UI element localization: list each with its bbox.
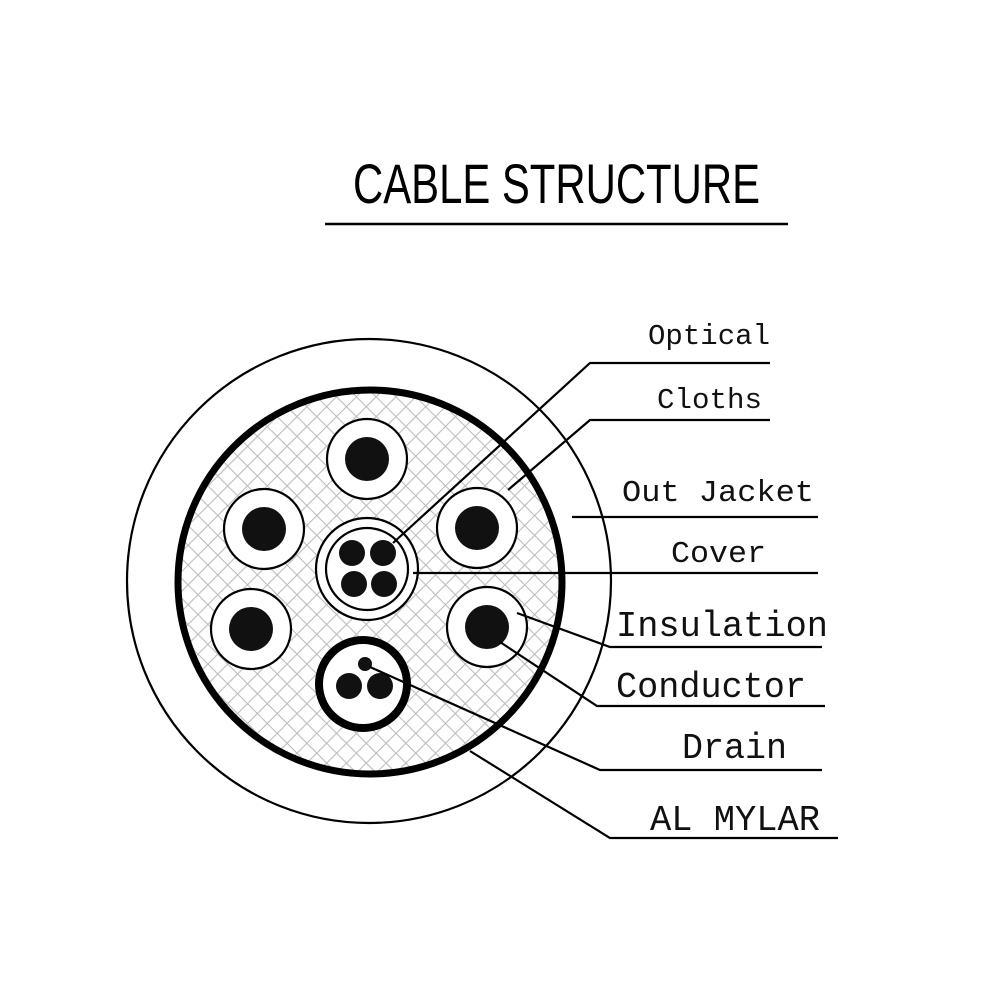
label-insulation: Insulation <box>616 606 828 647</box>
label-cloths: Cloths <box>657 384 762 417</box>
label-conductor: Conductor <box>616 667 806 708</box>
insulated-conductor <box>435 486 519 570</box>
label-al-mylar: AL MYLAR <box>650 800 820 841</box>
diagram-title: CABLE STRUCTURE <box>353 152 760 215</box>
leader-drain <box>369 665 822 772</box>
label-out-jacket: Out Jacket <box>622 476 814 511</box>
leader-optical <box>392 361 770 544</box>
leader-cloths <box>507 418 770 491</box>
insulated-conductor <box>222 487 306 571</box>
leader-insulation <box>516 611 822 649</box>
leader-conductor <box>499 641 825 708</box>
insulated-conductor <box>325 417 409 501</box>
label-cover: Cover <box>671 537 766 572</box>
leader-al-mylar <box>469 750 838 840</box>
label-optical: Optical <box>648 320 770 353</box>
label-drain: Drain <box>682 728 787 769</box>
insulated-conductor <box>209 587 293 671</box>
insulated-conductor <box>445 585 529 669</box>
optical-unit <box>314 516 420 622</box>
shielded-pair-with-drain <box>315 636 411 732</box>
